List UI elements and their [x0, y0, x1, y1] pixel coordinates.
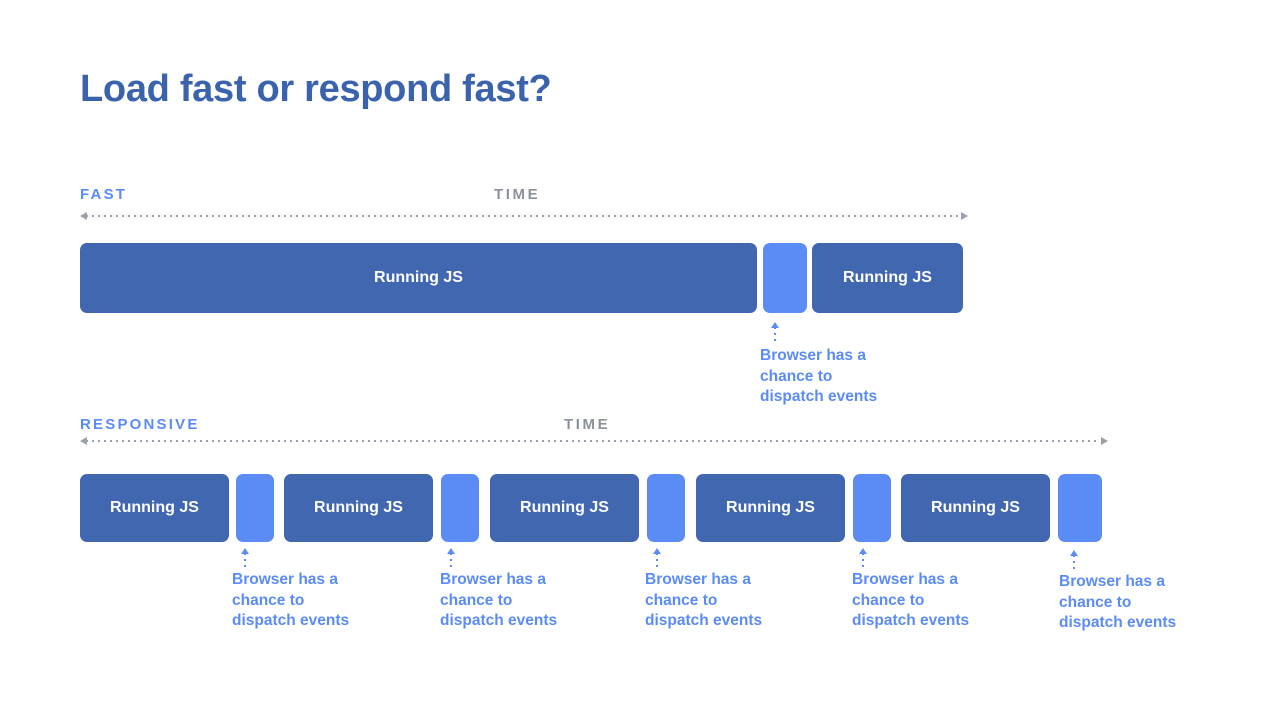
time-label-responsive: TIME	[564, 416, 611, 433]
block-running-js[interactable]: Running JS	[812, 243, 963, 313]
leader-arrow-icon	[241, 548, 249, 554]
axis-dotted-line	[86, 215, 959, 217]
leader-arrow-icon	[653, 548, 661, 554]
time-axis-fast	[80, 211, 968, 221]
axis-arrow-right-icon	[1101, 437, 1108, 445]
axis-arrow-left-icon	[80, 437, 87, 445]
callout-browser-dispatch: Browser has a chance to dispatch events	[232, 571, 350, 629]
block-running-js[interactable]: Running JS	[80, 243, 757, 313]
block-browser-gap[interactable]	[763, 243, 807, 313]
leader-stem	[450, 553, 452, 570]
block-running-js[interactable]: Running JS	[490, 474, 639, 542]
leader-arrow-icon	[1070, 550, 1078, 556]
block-browser-gap[interactable]	[236, 474, 274, 542]
leader-arrow-icon	[859, 548, 867, 554]
leader-stem	[1073, 555, 1075, 572]
callout-leader-icon	[653, 548, 661, 570]
axis-arrow-left-icon	[80, 212, 87, 220]
block-running-js[interactable]: Running JS	[284, 474, 433, 542]
block-browser-gap[interactable]	[853, 474, 891, 542]
time-label-fast: TIME	[494, 186, 541, 203]
leader-arrow-icon	[771, 322, 779, 328]
block-browser-gap[interactable]	[647, 474, 685, 542]
leader-stem	[774, 327, 776, 344]
page-title: Load fast or respond fast?	[80, 68, 552, 110]
leader-stem	[862, 553, 864, 570]
axis-dotted-line	[86, 440, 1099, 442]
leader-stem	[244, 553, 246, 570]
callout-browser-dispatch: Browser has a chance to dispatch events	[440, 571, 558, 629]
callout-leader-icon	[771, 322, 779, 344]
callout-browser-dispatch: Browser has a chance to dispatch events	[1059, 573, 1177, 631]
axis-arrow-right-icon	[961, 212, 968, 220]
row-label-responsive: RESPONSIVE	[80, 416, 200, 433]
block-running-js[interactable]: Running JS	[901, 474, 1050, 542]
callout-leader-icon	[241, 548, 249, 570]
leader-stem	[656, 553, 658, 570]
block-running-js[interactable]: Running JS	[80, 474, 229, 542]
block-running-js[interactable]: Running JS	[696, 474, 845, 542]
callout-browser-dispatch: Browser has a chance to dispatch events	[852, 571, 970, 629]
callout-browser-dispatch: Browser has a chance to dispatch events	[645, 571, 763, 629]
leader-arrow-icon	[447, 548, 455, 554]
callout-leader-icon	[859, 548, 867, 570]
row-label-fast: FAST	[80, 186, 128, 203]
block-browser-gap[interactable]	[1058, 474, 1102, 542]
callout-browser-dispatch: Browser has a chance to dispatch events	[760, 347, 878, 405]
callout-leader-icon	[447, 548, 455, 570]
callout-leader-icon	[1070, 550, 1078, 572]
time-axis-responsive	[80, 436, 1108, 446]
block-browser-gap[interactable]	[441, 474, 479, 542]
